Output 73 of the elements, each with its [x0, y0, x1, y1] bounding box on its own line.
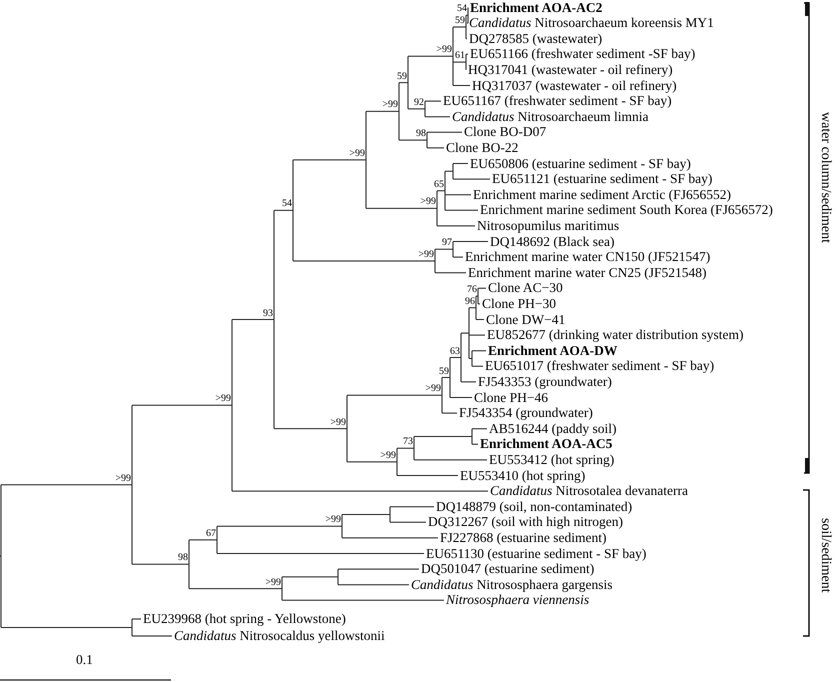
taxon-label: Clone BO-22: [446, 140, 518, 156]
bootstrap-value: >99: [115, 474, 131, 484]
taxon-label: Clone AC−30: [488, 280, 563, 296]
taxon-label: HQ317037 (wastewater - oil refinery): [472, 78, 677, 94]
taxon-label: EU651167 (freshwater sediment - SF bay): [443, 93, 672, 110]
taxon-label: Enrichment AOA-AC5: [480, 436, 612, 452]
taxon-label: Clone DW−41: [486, 312, 566, 328]
taxon-label: DQ148879 (soil, non-contaminated): [436, 498, 632, 515]
taxon-label: HQ317041 (wastewater - oil refinery): [468, 62, 673, 78]
taxon-label: Enrichment marine water CN150 (JF521547): [465, 249, 710, 266]
taxon-label: EU553412 (hot spring): [489, 452, 614, 468]
bootstrap-value: 59: [455, 16, 465, 26]
taxon-label: Candidatus Nitrosocaldus yellowstonii: [174, 628, 385, 644]
taxon-label: DQ501047 (estuarine sediment): [421, 561, 594, 578]
bootstrap-value: 54: [282, 199, 292, 210]
bootstrap-value: 98: [178, 553, 188, 564]
bootstrap-value: 97: [442, 238, 452, 248]
taxon-label: Enrichment marine sediment South Korea (FJ656572): [480, 202, 773, 218]
bootstrap-value: >99: [380, 450, 396, 461]
bootstrap-value: 98: [416, 129, 426, 140]
taxon-label: EU650806 (estuarine sediment - SF bay): [470, 156, 691, 172]
taxon-label: Nitrososphaera viennensis: [446, 592, 590, 608]
taxon-label: Candidatus Nitrosoarchaeum koreensis MY1: [469, 15, 714, 32]
bootstrap-value: 96: [465, 296, 475, 307]
taxon-label: DQ312267 (soil with high nitrogen): [428, 514, 623, 530]
taxon-label: Clone PH−30: [482, 296, 556, 312]
taxon-label: EU651017 (freshwater sediment - SF bay): [485, 358, 714, 374]
taxon-label: Enrichment marine water CN25 (JF521548): [468, 264, 706, 281]
bootstrap-value: >99: [330, 418, 346, 428]
bootstrap-value: >99: [425, 384, 441, 394]
taxon-label: Enrichment AOA-DW: [488, 342, 618, 359]
bootstrap-value: 73: [403, 437, 413, 448]
taxon-label: Candidatus Nitrososphaera gargensis: [411, 576, 612, 593]
bootstrap-value: >99: [436, 45, 452, 56]
taxon-label: AB516244 (paddy soil): [489, 420, 616, 437]
taxon-label: Enrichment marine sediment Arctic (FJ656552): [473, 186, 731, 203]
taxon-label: Clone PH−46: [474, 390, 548, 406]
bootstrap-value: 63: [450, 346, 460, 357]
taxon-label: Enrichment AOA-AC2: [470, 0, 602, 16]
bootstrap-value: >99: [418, 250, 434, 260]
group-label: water column/sediment: [817, 112, 833, 244]
taxon-label: EU852677 (drinking water distribution system): [487, 327, 744, 344]
group-label: soil/sediment: [817, 518, 833, 593]
bootstrap-value: >99: [215, 394, 231, 404]
taxon-label: Nitrosopumilus maritimus: [477, 218, 620, 234]
taxon-label: DQ278585 (wastewater): [469, 30, 602, 47]
bootstrap-value: 61: [455, 51, 465, 62]
taxon-label: EU651166 (freshwater sediment -SF bay): [470, 46, 696, 62]
bootstrap-value: >99: [349, 148, 365, 159]
taxon-label: Candidatus Nitrosoarchaeum limnia: [452, 108, 648, 125]
taxon-label: Clone BO-D07: [464, 124, 546, 140]
bootstrap-value: 59: [397, 72, 407, 82]
scale-label: 0.1: [76, 652, 93, 668]
taxon-label: EU239968 (hot spring - Yellowstone): [143, 611, 346, 627]
bootstrap-value: >99: [382, 100, 398, 110]
taxon-label: FJ543354 (groundwater): [459, 405, 593, 422]
bootstrap-value: 92: [414, 98, 424, 108]
bootstrap-value: 59: [439, 366, 449, 376]
bootstrap-value: >99: [265, 578, 281, 588]
taxon-label: EU651130 (estuarine sediment - SF bay): [426, 546, 646, 562]
taxon-label: EU651121 (estuarine sediment - SF bay): [492, 171, 712, 188]
bootstrap-value: >99: [420, 197, 436, 208]
bootstrap-value: 93: [263, 308, 273, 318]
taxon-label: FJ227868 (estuarine sediment): [440, 530, 606, 546]
bootstrap-value: 65: [434, 180, 444, 190]
bootstrap-value: 67: [206, 528, 216, 539]
taxon-label: EU553410 (hot spring): [460, 468, 586, 484]
bootstrap-value: 54: [457, 4, 467, 14]
taxon-label: FJ543353 (groundwater): [478, 374, 612, 390]
taxon-label: Candidatus Nitrosotalea devanaterra: [490, 483, 688, 500]
bootstrap-value: 76: [467, 285, 477, 296]
bootstrap-value: >99: [325, 515, 341, 526]
taxon-label: DQ148692 (Black sea): [490, 234, 614, 250]
